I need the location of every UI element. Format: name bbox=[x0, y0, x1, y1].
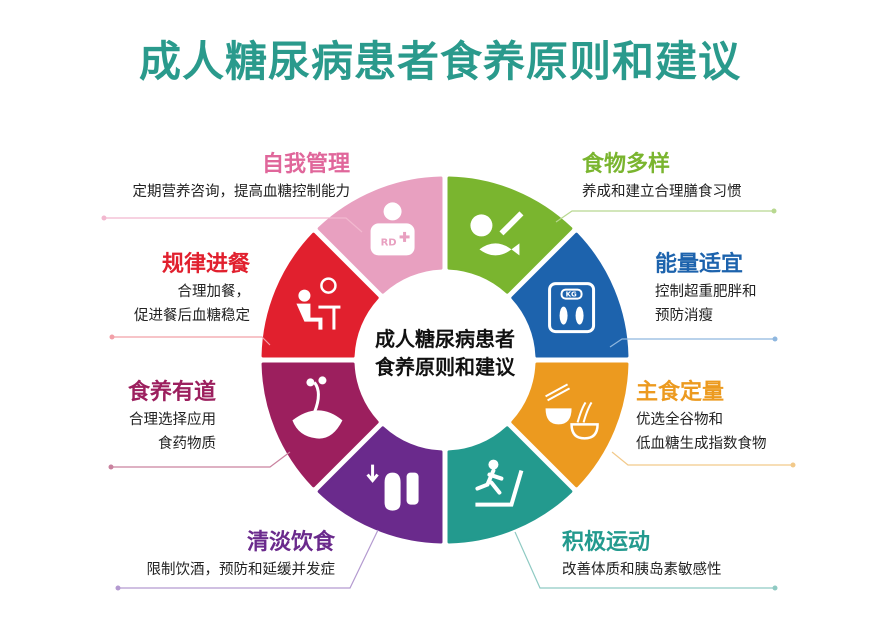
label-diet-therapy: 食养有道 合理选择应用 食药物质 bbox=[128, 378, 216, 456]
description: 养成和建立合理膳食习惯 bbox=[582, 184, 742, 200]
center-title: 成人糖尿病患者 食养原则和建议 bbox=[345, 325, 545, 381]
segment-regular-meals bbox=[261, 232, 379, 358]
segment-exercise bbox=[447, 426, 573, 544]
description: 预防消瘦 bbox=[655, 308, 713, 324]
heading: 能量适宜 bbox=[655, 252, 744, 277]
apple-carrot-fish-icon bbox=[470, 211, 524, 256]
herb-mortar-icon bbox=[292, 376, 343, 439]
leader-line bbox=[555, 210, 774, 223]
teapot-salt-icon bbox=[366, 464, 419, 511]
label-light-diet: 清淡饮食 限制饮酒，预防和延缓并发症 bbox=[147, 528, 336, 582]
leader-line bbox=[118, 529, 379, 589]
heading: 食养有道 bbox=[127, 380, 216, 405]
leader-line bbox=[104, 217, 363, 233]
label-regular-meals: 规律进餐 合理加餐， 促进餐后血糖稳定 bbox=[134, 250, 250, 328]
description: 限制饮酒，预防和延缓并发症 bbox=[146, 562, 336, 578]
weight-scale-icon: KG bbox=[548, 282, 596, 334]
description: 控制超重肥胖和 bbox=[655, 284, 757, 300]
heading: 规律进餐 bbox=[161, 252, 250, 277]
rice-noodle-bowl-icon bbox=[545, 383, 599, 440]
segment-food-variety bbox=[447, 176, 573, 294]
leader-dot bbox=[109, 334, 115, 340]
description: 合理选择应用 bbox=[129, 412, 216, 428]
segment-staple bbox=[511, 362, 629, 488]
leader-line bbox=[111, 451, 291, 468]
description: 改善体质和胰岛素敏感性 bbox=[562, 562, 722, 578]
label-staple-food: 主食定量 优选全谷物和 低血糖生成指数食物 bbox=[636, 378, 767, 456]
page-title: 成人糖尿病患者食养原则和建议 bbox=[138, 37, 741, 86]
heading: 食物多样 bbox=[582, 152, 671, 177]
leader-dot bbox=[101, 215, 107, 221]
leader-dot bbox=[771, 208, 777, 214]
leader-line bbox=[112, 336, 271, 346]
svg-text:KG: KG bbox=[566, 291, 577, 299]
label-energy: 能量适宜 控制超重肥胖和 预防消瘦 bbox=[655, 250, 757, 328]
dining-clock-icon bbox=[296, 277, 341, 330]
segment-light-diet bbox=[317, 426, 443, 544]
leader-dot bbox=[790, 462, 796, 468]
label-exercise: 积极运动 改善体质和胰岛素敏感性 bbox=[562, 528, 722, 582]
segment-energy bbox=[511, 232, 629, 358]
description: 定期营养咨询，提高血糖控制能力 bbox=[132, 184, 351, 200]
description: 合理加餐， bbox=[177, 284, 251, 300]
leader-dot bbox=[108, 464, 114, 470]
svg-text:RD: RD bbox=[381, 237, 397, 248]
heading: 自我管理 bbox=[261, 152, 350, 177]
heading: 积极运动 bbox=[562, 530, 651, 555]
dietitian-rd-icon: RD bbox=[370, 202, 415, 256]
treadmill-runner-icon bbox=[475, 459, 524, 507]
leader-dot bbox=[772, 336, 778, 342]
leader-dot bbox=[772, 585, 778, 591]
center-title-line1: 成人糖尿病患者 bbox=[375, 327, 515, 351]
leader-line bbox=[609, 338, 775, 348]
heading: 清淡饮食 bbox=[246, 530, 335, 555]
description: 优选全谷物和 bbox=[636, 412, 723, 428]
leader-line bbox=[514, 531, 775, 589]
description: 低血糖生成指数食物 bbox=[636, 436, 767, 452]
leader-line bbox=[611, 451, 793, 466]
leader-dot bbox=[115, 585, 121, 591]
center-title-line2: 食养原则和建议 bbox=[375, 355, 515, 379]
description: 促进餐后血糖稳定 bbox=[134, 308, 250, 324]
description: 食药物质 bbox=[158, 436, 216, 452]
label-self-management: 自我管理 定期营养咨询，提高血糖控制能力 bbox=[133, 150, 351, 204]
label-food-variety: 食物多样 养成和建立合理膳食习惯 bbox=[582, 150, 742, 204]
heading: 主食定量 bbox=[636, 380, 725, 405]
